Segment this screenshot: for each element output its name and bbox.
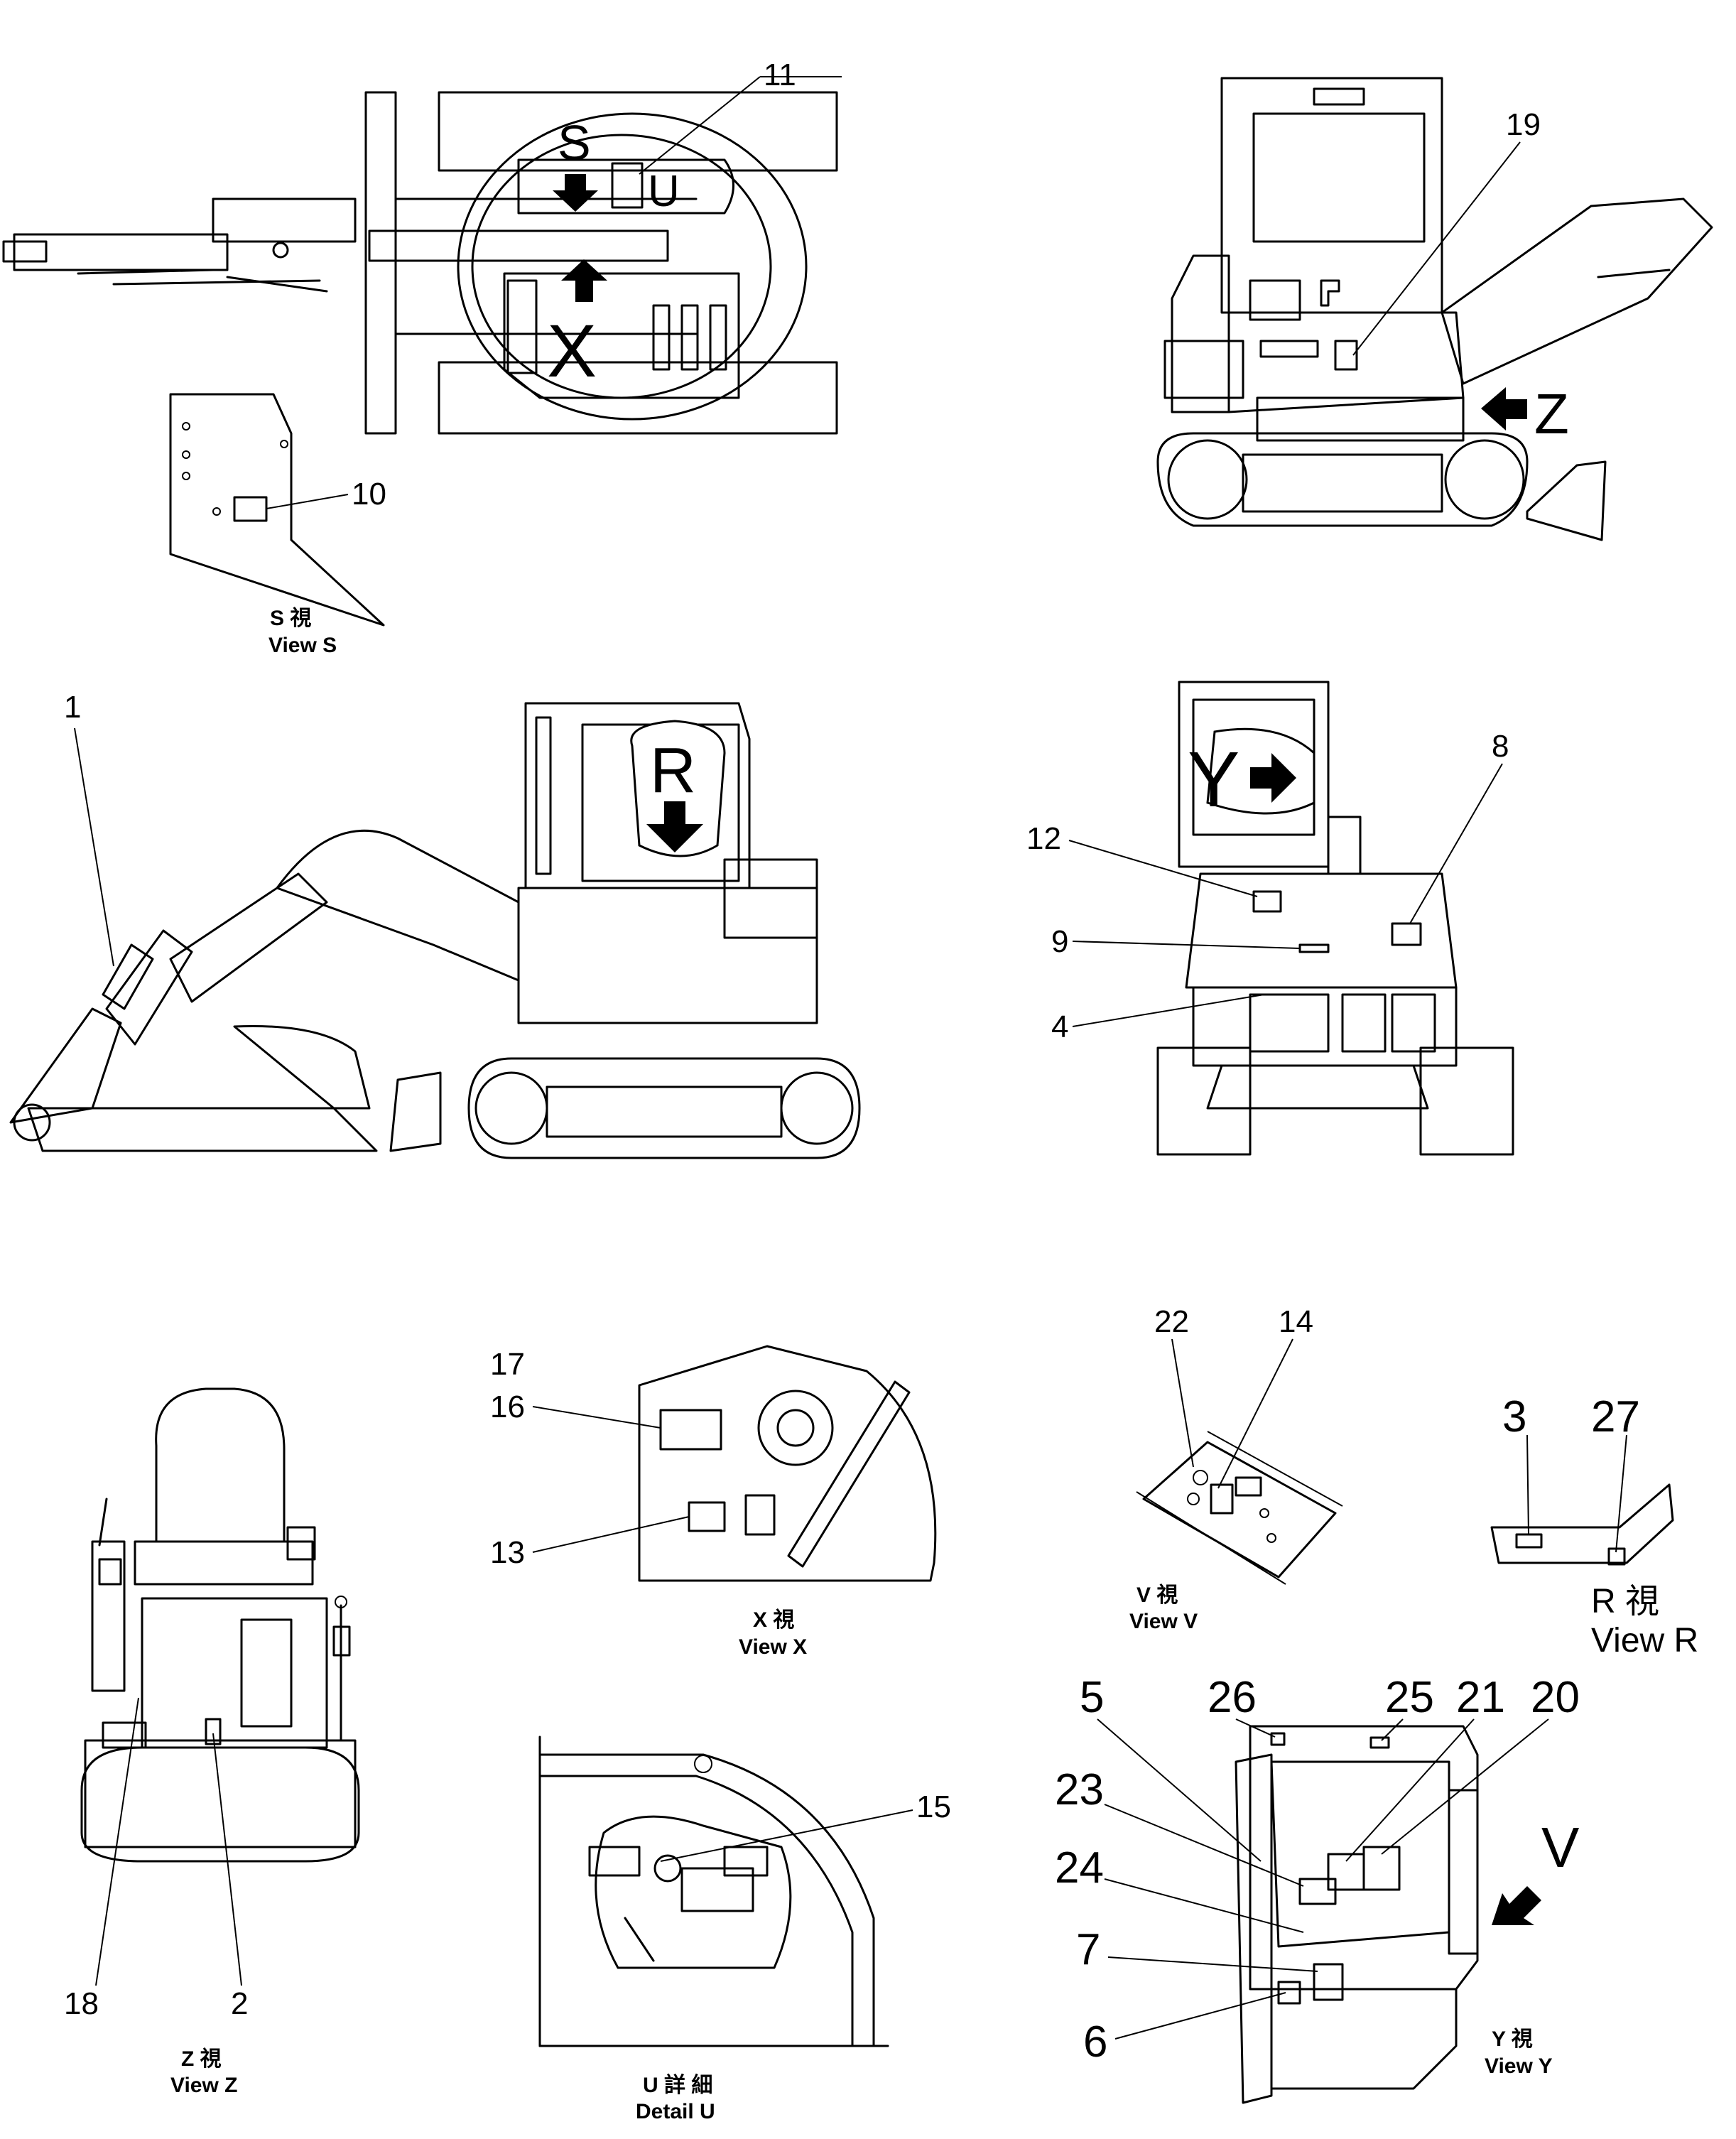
callout-21: 21 [1456, 1673, 1505, 1722]
view-y-label-jp: Y 視 [1492, 2027, 1533, 2051]
callout-3: 3 [1502, 1392, 1526, 1441]
view-x-label-jp: X 視 [753, 1608, 794, 1632]
view-v-panel: 22 14 V 視 View V [1129, 1304, 1343, 1633]
view-x-panel: 17 16 13 X 視 View X [490, 1345, 937, 1659]
callout-19: 19 [1506, 107, 1541, 142]
callout-20: 20 [1531, 1673, 1580, 1722]
view-s-label-jp: S 視 [270, 607, 311, 630]
detail-u-label-en: Detail U [636, 2100, 715, 2123]
callout-27: 27 [1591, 1392, 1640, 1441]
view-marker-s: S [558, 115, 591, 170]
arrow-up-icon [561, 259, 607, 302]
arrow-right-icon [1250, 753, 1296, 803]
callout-23: 23 [1055, 1765, 1104, 1814]
callout-2: 2 [231, 1986, 248, 2021]
callout-10: 10 [352, 477, 386, 511]
view-marker-r: R [650, 735, 696, 806]
view-z-label-jp: Z 視 [181, 2047, 222, 2071]
callout-16: 16 [490, 1390, 525, 1424]
side-view-excavator: R 1 [9, 690, 861, 1159]
view-r-label-en: View R [1591, 1622, 1698, 1659]
arrow-down-icon [646, 801, 703, 852]
callout-8: 8 [1492, 729, 1509, 764]
arrow-down-left-icon [1492, 1886, 1541, 1925]
arrow-left-icon [1481, 387, 1527, 430]
callout-6: 6 [1083, 2018, 1107, 2067]
callout-15: 15 [916, 1789, 951, 1824]
callout-26: 26 [1208, 1673, 1257, 1722]
view-z-label-en: View Z [170, 2074, 237, 2097]
arrow-down-icon [553, 174, 598, 212]
callout-11: 11 [764, 58, 796, 92]
callout-22: 22 [1154, 1304, 1189, 1339]
view-s-label-en: View S [268, 634, 337, 657]
view-v-label-jp: V 視 [1136, 1583, 1178, 1607]
view-marker-v: V [1541, 1816, 1580, 1879]
top-view-excavator: S U X 11 [2, 58, 842, 435]
view-marker-x: X [547, 310, 597, 393]
callout-25: 25 [1385, 1673, 1434, 1722]
callout-12: 12 [1026, 821, 1061, 856]
detail-u-label-jp: U 詳 細 [643, 2073, 712, 2097]
detail-u-panel: 15 U 詳 細 Detail U [538, 1735, 951, 2123]
view-z-panel: 18 2 Z 視 View Z [64, 1387, 360, 2097]
view-y-panel: V 5 26 25 21 20 23 24 7 6 Y 視 View Y [1055, 1673, 1580, 2104]
view-x-label-en: View X [739, 1635, 807, 1659]
callout-18: 18 [64, 1986, 99, 2021]
callout-9: 9 [1051, 924, 1068, 959]
front-view-excavator: Y 8 12 9 4 [1026, 681, 1514, 1156]
callout-17: 17 [490, 1347, 525, 1382]
callout-7: 7 [1076, 1925, 1100, 1974]
view-marker-u: U [648, 167, 680, 216]
callout-4: 4 [1051, 1009, 1068, 1044]
view-marker-z: Z [1534, 382, 1569, 445]
view-r-panel: 3 27 R 視 View R [1490, 1392, 1698, 1659]
view-s-panel: 10 S 視 View S [169, 393, 386, 657]
callout-14: 14 [1279, 1304, 1313, 1339]
callout-24: 24 [1055, 1843, 1104, 1892]
callout-5: 5 [1080, 1673, 1104, 1722]
rear-view-excavator: Z 19 [1156, 77, 1713, 541]
view-r-label-jp: R 視 [1591, 1583, 1659, 1620]
callout-1: 1 [64, 690, 81, 725]
view-y-label-en: View Y [1485, 2054, 1553, 2078]
view-v-label-en: View V [1129, 1610, 1198, 1633]
view-marker-y: Y [1188, 736, 1239, 823]
callout-13: 13 [490, 1535, 525, 1570]
